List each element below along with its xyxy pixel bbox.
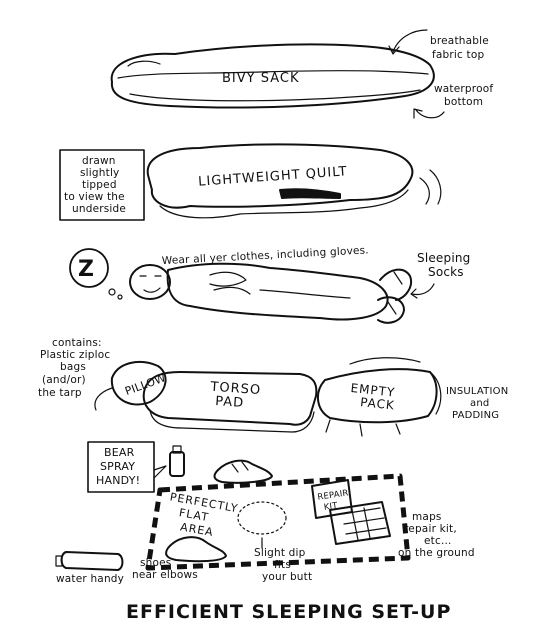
- bivy-sack: BIVY SACK: [110, 43, 435, 109]
- maps: [329, 501, 391, 545]
- bivy-note-bottom-2: bottom: [444, 96, 483, 108]
- bear-3: HANDY!: [96, 474, 140, 487]
- clothes-note: Wear all yer clothes, including gloves.: [162, 244, 370, 267]
- water-label: water handy: [56, 573, 124, 585]
- bivy-note-top-2: fabric top: [432, 49, 484, 61]
- bear-spray-can: [169, 445, 185, 477]
- page-title: EFFICIENT SLEEPING SET-UP: [126, 601, 451, 623]
- empty-pack: EMPTY PACK: [317, 357, 442, 437]
- maps-4: on the ground: [398, 547, 475, 559]
- bear-1: BEAR: [104, 446, 135, 459]
- sleeper: Z Wear all yer clothes, including gloves…: [69, 244, 471, 324]
- bivy-note-bottom-1: waterproof: [434, 83, 493, 95]
- insulation-3: PADDING: [452, 410, 499, 421]
- quilt-label: LIGHTWEIGHT QUILT: [198, 164, 348, 189]
- shoes-top: [213, 459, 273, 484]
- lightweight-quilt: LIGHTWEIGHT QUILT: [146, 143, 442, 219]
- contains-3: bags: [60, 361, 86, 373]
- maps-note: maps repair kit, etc... on the ground: [398, 511, 475, 559]
- bivy-note-top-1: breathable: [430, 35, 489, 47]
- socks-label-1: Sleeping: [417, 251, 471, 265]
- quilt-note-5: underside: [72, 203, 126, 215]
- torso-pad-label-1: TORSO: [209, 380, 262, 399]
- water-bottle: water handy: [55, 551, 124, 585]
- contains-4: (and/or): [42, 374, 86, 386]
- insulation-1: INSULATION: [446, 386, 508, 397]
- quilt-note-4: to view the: [64, 191, 125, 203]
- bivy-sack-label: BIVY SACK: [222, 71, 299, 86]
- dip-2: fits: [274, 559, 291, 571]
- insulation-2: and: [470, 398, 489, 409]
- bivy-notes: breathable fabric top waterproof bottom: [388, 29, 493, 119]
- repair-kit-1: REPAIR: [317, 488, 349, 502]
- dip-1: Slight dip: [254, 547, 306, 559]
- quilt-note-1: drawn: [82, 155, 116, 167]
- shoes-1: shoes: [140, 557, 171, 569]
- contains-1: contains:: [52, 337, 102, 349]
- socks-label-2: Socks: [428, 265, 464, 279]
- torso-pad-label-2: PAD: [215, 394, 245, 411]
- flat-area-2: FLAT: [178, 506, 210, 524]
- shoes-bottom: shoes near elbows: [132, 536, 227, 581]
- insulation-note: INSULATION and PADDING: [446, 386, 508, 421]
- pack-label-1: EMPTY: [350, 381, 396, 400]
- quilt-note-3: tipped: [82, 179, 117, 191]
- contains-5: the tarp: [38, 387, 82, 399]
- torso-pad: TORSO PAD: [142, 371, 318, 433]
- dip-note: Slight dip fits your butt: [254, 537, 312, 583]
- quilt-note-2: slightly: [80, 167, 119, 179]
- dip-3: your butt: [262, 571, 312, 583]
- bear-spray-note: BEAR SPRAY HANDY!: [87, 441, 167, 493]
- quilt-note: drawn slightly tipped to view the unders…: [59, 149, 145, 221]
- sleep-z: Z: [78, 257, 94, 282]
- maps-2: repair kit,: [404, 523, 457, 535]
- contains-note: contains: Plastic ziploc bags (and/or) t…: [38, 337, 110, 399]
- flat-area-3: AREA: [179, 520, 214, 539]
- maps-1: maps: [412, 511, 442, 523]
- contains-2: Plastic ziploc: [40, 349, 110, 361]
- maps-3: etc...: [424, 535, 452, 547]
- repair-kit-2: KIT: [323, 501, 339, 513]
- shoes-2: near elbows: [132, 569, 198, 581]
- pillow: PILLOW: [94, 361, 168, 411]
- bear-2: SPRAY: [100, 460, 135, 473]
- pack-label-2: PACK: [360, 395, 396, 413]
- repair-kit: REPAIR KIT: [311, 479, 353, 519]
